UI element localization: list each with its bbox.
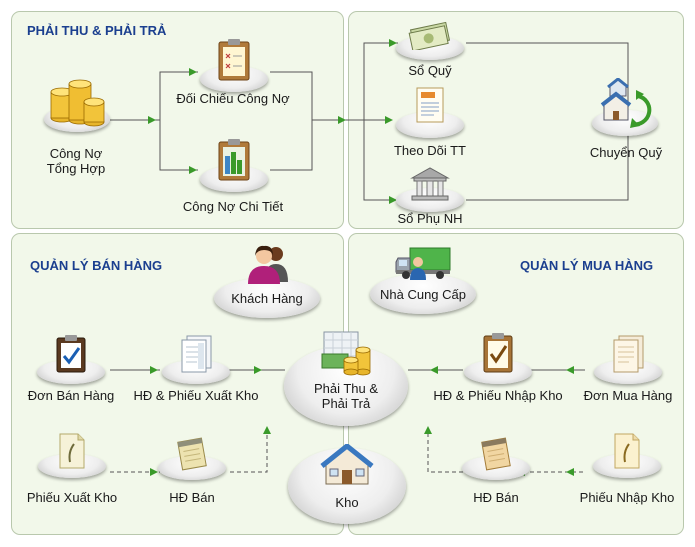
coins-stack-icon xyxy=(50,79,105,127)
node-label: Đơn Mua Hàng xyxy=(583,388,673,403)
node-label: HĐ Bán xyxy=(169,490,215,505)
clipboard-icon xyxy=(218,39,250,81)
node-label: Khách Hàng xyxy=(231,291,303,306)
node-hd-ban-purchase[interactable]: HĐ Bán xyxy=(454,436,538,508)
node-so-quy[interactable]: Sổ Quỹ xyxy=(390,16,470,80)
note-icon xyxy=(59,433,85,469)
warehouse-house-icon xyxy=(320,444,374,485)
node-cong-no-tong-hop[interactable]: Công Nợ Tổng Hợp xyxy=(40,68,115,178)
cash-bills-icon xyxy=(408,21,451,50)
node-so-phu-nh[interactable]: Sổ Phụ NH xyxy=(385,164,475,230)
customer-icon xyxy=(248,245,288,284)
sales-section-title: QUẢN LÝ BÁN HÀNG xyxy=(30,258,163,273)
node-hd-phieu-nhap-kho[interactable]: HĐ & Phiếu Nhập Kho xyxy=(428,332,568,408)
houses-transfer-icon xyxy=(600,78,652,128)
documents-icon xyxy=(181,335,212,373)
node-label: Sổ Phụ NH xyxy=(397,211,463,226)
node-hd-phieu-xuat-kho[interactable]: HĐ & Phiếu Xuất Kho xyxy=(128,334,264,408)
money-chart-icon xyxy=(321,331,371,376)
node-hd-ban-sales[interactable]: HĐ Bán xyxy=(150,436,234,508)
node-label: HĐ & Phiếu Xuất Kho xyxy=(133,388,259,403)
node-khach-hang[interactable]: Khách Hàng xyxy=(214,244,320,320)
node-label: HĐ Bán xyxy=(473,490,519,505)
node-label-line2: Tổng Hợp xyxy=(46,161,106,176)
node-label: Đối Chiếu Công Nợ xyxy=(176,91,290,106)
node-label: Kho xyxy=(335,495,359,510)
node-label-line1: Công Nợ xyxy=(49,146,103,161)
checked-clipboard-icon xyxy=(56,335,86,373)
documents-icon xyxy=(613,335,644,373)
truck-icon xyxy=(395,247,451,280)
note-icon xyxy=(614,433,640,469)
node-label: HĐ & Phiếu Nhập Kho xyxy=(433,388,563,403)
node-label: Công Nợ Chi Tiết xyxy=(182,199,284,214)
node-label: Phiếu Xuất Kho xyxy=(26,490,118,505)
node-label: Đơn Bán Hàng xyxy=(27,388,115,403)
node-doi-chieu-cong-no[interactable]: Đối Chiếu Công Nợ xyxy=(170,36,296,110)
purchase-section-title: QUẢN LÝ MUA HÀNG xyxy=(520,258,654,273)
bank-icon xyxy=(410,167,450,201)
clipboard-chart-icon xyxy=(218,139,250,181)
node-don-mua-hang[interactable]: Đơn Mua Hàng xyxy=(578,334,678,408)
node-cong-no-chi-tiet[interactable]: Công Nợ Chi Tiết xyxy=(170,134,296,216)
node-label: Theo Dõi TT xyxy=(393,143,466,158)
node-phieu-nhap-kho[interactable]: Phiếu Nhập Kho xyxy=(572,432,682,508)
node-label: Chuyển Quỹ xyxy=(589,145,663,160)
receivables-section-title: PHẢI THU & PHẢI TRẢ xyxy=(27,23,167,38)
node-label-line2: Phải Trả xyxy=(321,396,371,411)
checked-clipboard-icon xyxy=(483,333,513,373)
node-label: Phiếu Nhập Kho xyxy=(579,490,675,505)
node-label-line1: Phải Thu & xyxy=(313,381,379,396)
node-phai-thu-phai-tra[interactable]: Phải Thu & Phải Trả xyxy=(284,330,408,430)
document-icon xyxy=(416,87,444,123)
node-chuyen-quy[interactable]: Chuyển Quỹ xyxy=(580,78,672,164)
node-label: Sổ Quỹ xyxy=(408,63,452,78)
notepad-icon xyxy=(481,437,511,471)
node-phieu-xuat-kho[interactable]: Phiếu Xuất Kho xyxy=(20,432,124,508)
node-theo-doi-tt[interactable]: Theo Dõi TT xyxy=(380,86,480,162)
node-label: Nhà Cung Cấp xyxy=(380,287,466,302)
node-kho[interactable]: Kho xyxy=(288,440,406,526)
node-nha-cung-cap[interactable]: Nhà Cung Cấp xyxy=(370,244,476,320)
notepad-icon xyxy=(177,437,207,471)
node-don-ban-hang[interactable]: Đơn Bán Hàng xyxy=(25,334,117,408)
